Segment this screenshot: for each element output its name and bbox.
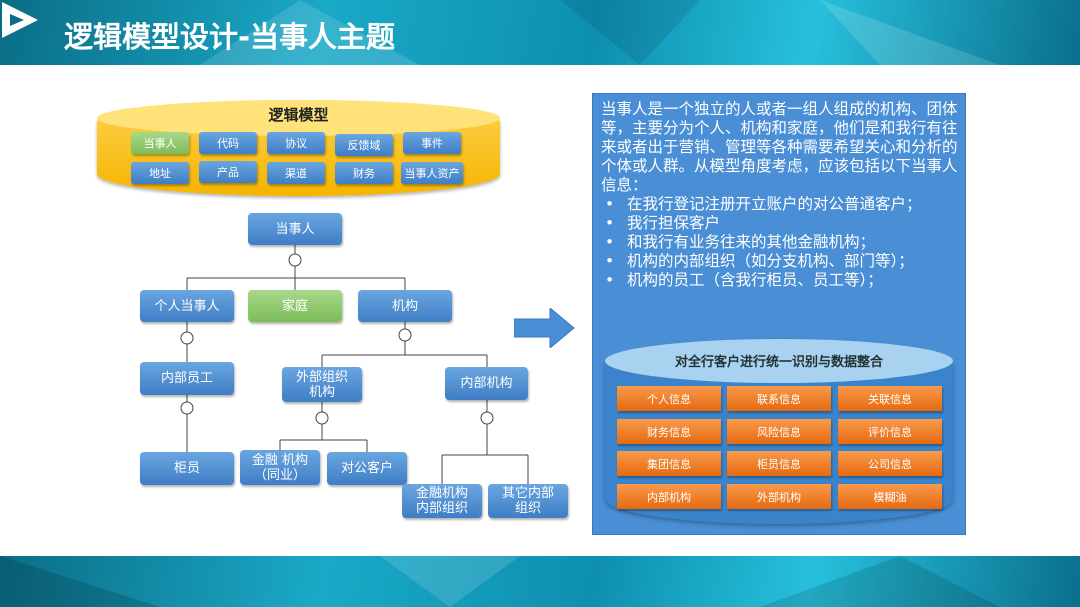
node-corporate-client: 对公客户	[327, 452, 407, 485]
header-bar: 逻辑模型设计-当事人主题	[0, 0, 1080, 65]
node-party: 当事人	[248, 213, 342, 245]
info-item: 公司信息	[838, 451, 942, 476]
info-item: 个人信息	[617, 386, 721, 411]
node-org: 机构	[358, 290, 452, 322]
footer-bar	[0, 556, 1080, 607]
model-item: 当事人资产	[401, 162, 463, 184]
bullet-item: 机构的员工（含我行柜员、员工等）；	[601, 271, 961, 290]
bullet-item: 和我行有业务往来的其他金融机构；	[601, 233, 961, 252]
header-pattern	[200, 0, 1000, 65]
right-arrow-icon	[514, 308, 575, 348]
model-item: 财务	[335, 162, 393, 184]
info-item: 集团信息	[617, 451, 721, 476]
model-item: 当事人	[131, 132, 189, 154]
integration-title: 对全行客户进行统一识别与数据整合	[674, 355, 883, 370]
node-teller: 柜员	[140, 452, 234, 485]
node-financial-internal: 金融机构内部组织	[402, 484, 482, 518]
node-family: 家庭	[248, 290, 342, 322]
info-item: 模糊油	[838, 484, 942, 509]
model-item: 产品	[199, 161, 257, 183]
bullet-item: 我行担保客户	[601, 214, 961, 233]
info-item: 柜员信息	[727, 451, 831, 476]
logic-model-cylinder: 逻辑模型 当事人 代码 协议 反馈域 事件 地址 产品 渠道 财务 当事人资产	[97, 100, 500, 196]
model-item: 地址	[131, 162, 189, 184]
bullet-item: 在我行登记注册开立账户的对公普通客户；	[601, 195, 961, 214]
info-item: 风险信息	[727, 419, 831, 444]
description-panel: 当事人是一个独立的人或者一组人组成的机构、团体等，主要分为个人、机构和家庭，他们…	[592, 93, 966, 535]
integration-cylinder: 对全行客户进行统一识别与数据整合 个人信息 联系信息 关联信息 财务信息 风险信…	[605, 339, 953, 524]
model-item: 代码	[199, 132, 257, 154]
logic-model-title: 逻辑模型	[268, 106, 329, 124]
node-other-internal: 其它内部组织	[488, 484, 568, 518]
node-external-org: 外部组织机构	[282, 367, 362, 402]
node-financial-org: 金融 机构（同业）	[240, 450, 320, 485]
info-item: 外部机构	[727, 484, 831, 509]
panel-intro: 当事人是一个独立的人或者一组人组成的机构、团体等，主要分为个人、机构和家庭，他们…	[601, 100, 958, 194]
info-item: 关联信息	[838, 386, 942, 411]
footer-pattern	[0, 556, 1000, 607]
model-item: 反馈域	[335, 134, 393, 156]
info-item: 联系信息	[727, 386, 831, 411]
page-title: 逻辑模型设计-当事人主题	[64, 20, 396, 54]
bullet-item: 机构的内部组织（如分支机构、部门等）；	[601, 252, 961, 271]
info-item: 财务信息	[617, 419, 721, 444]
model-item: 渠道	[267, 162, 325, 184]
info-item: 内部机构	[617, 484, 721, 509]
node-staff: 内部员工	[140, 362, 234, 395]
info-item: 评价信息	[838, 419, 942, 444]
node-internal-org: 内部机构	[445, 367, 528, 400]
model-item: 事件	[403, 132, 461, 154]
node-person: 个人当事人	[140, 290, 234, 322]
model-item: 协议	[267, 132, 325, 154]
logo-icon	[2, 2, 38, 38]
